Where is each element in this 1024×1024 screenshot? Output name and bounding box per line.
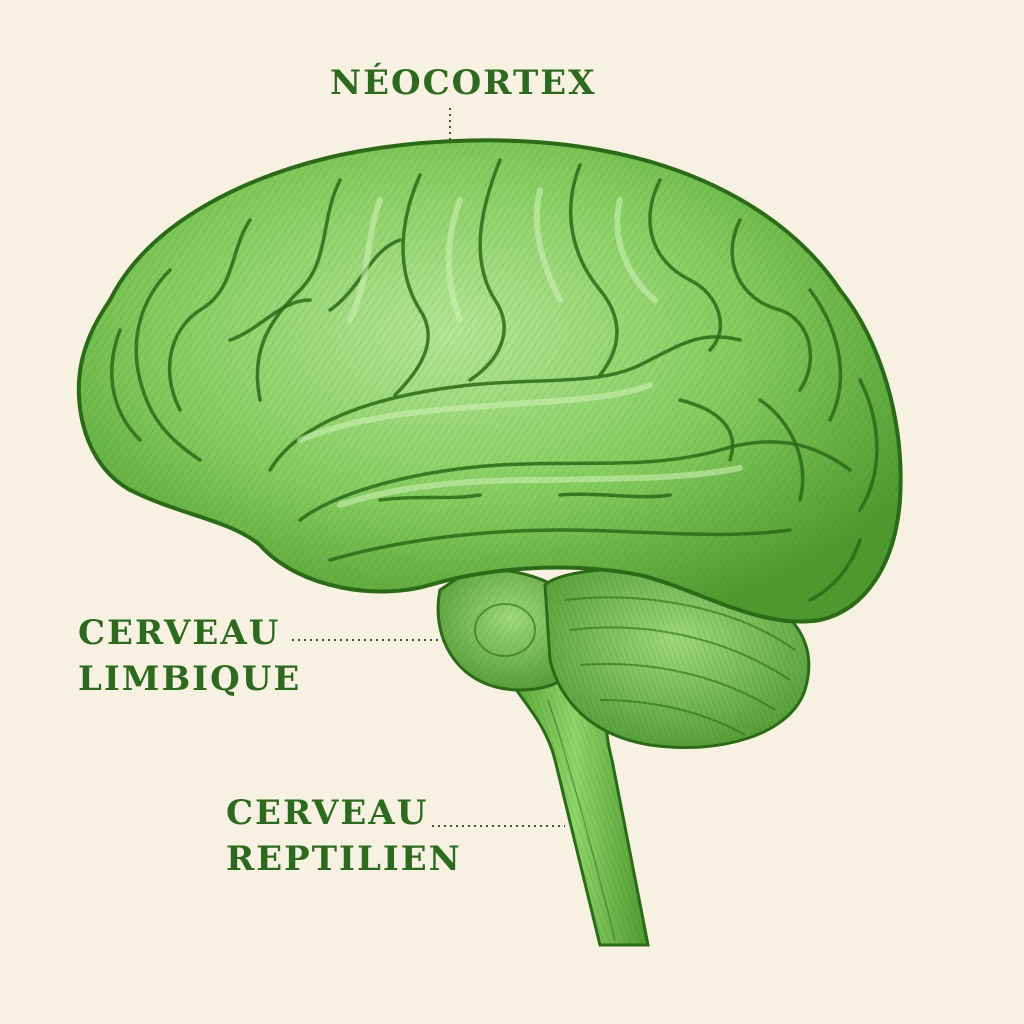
reptilian-label-line2: REPTILIEN — [226, 839, 462, 879]
cerebellum — [543, 567, 811, 749]
limbic-brain-label: CERVEAU LIMBIQUE — [78, 610, 301, 702]
reptilian-label-line1: CERVEAU — [226, 793, 429, 833]
neocortex-label: NÉOCORTEX — [330, 60, 597, 106]
cerebrum — [76, 138, 903, 624]
limbic-label-line1: CERVEAU — [78, 613, 281, 653]
reptilian-brain-label: CERVEAU REPTILIEN — [226, 790, 462, 882]
neocortex-label-text: NÉOCORTEX — [330, 63, 597, 103]
leader-lines — [292, 108, 565, 827]
limbic-label-line2: LIMBIQUE — [78, 659, 302, 699]
